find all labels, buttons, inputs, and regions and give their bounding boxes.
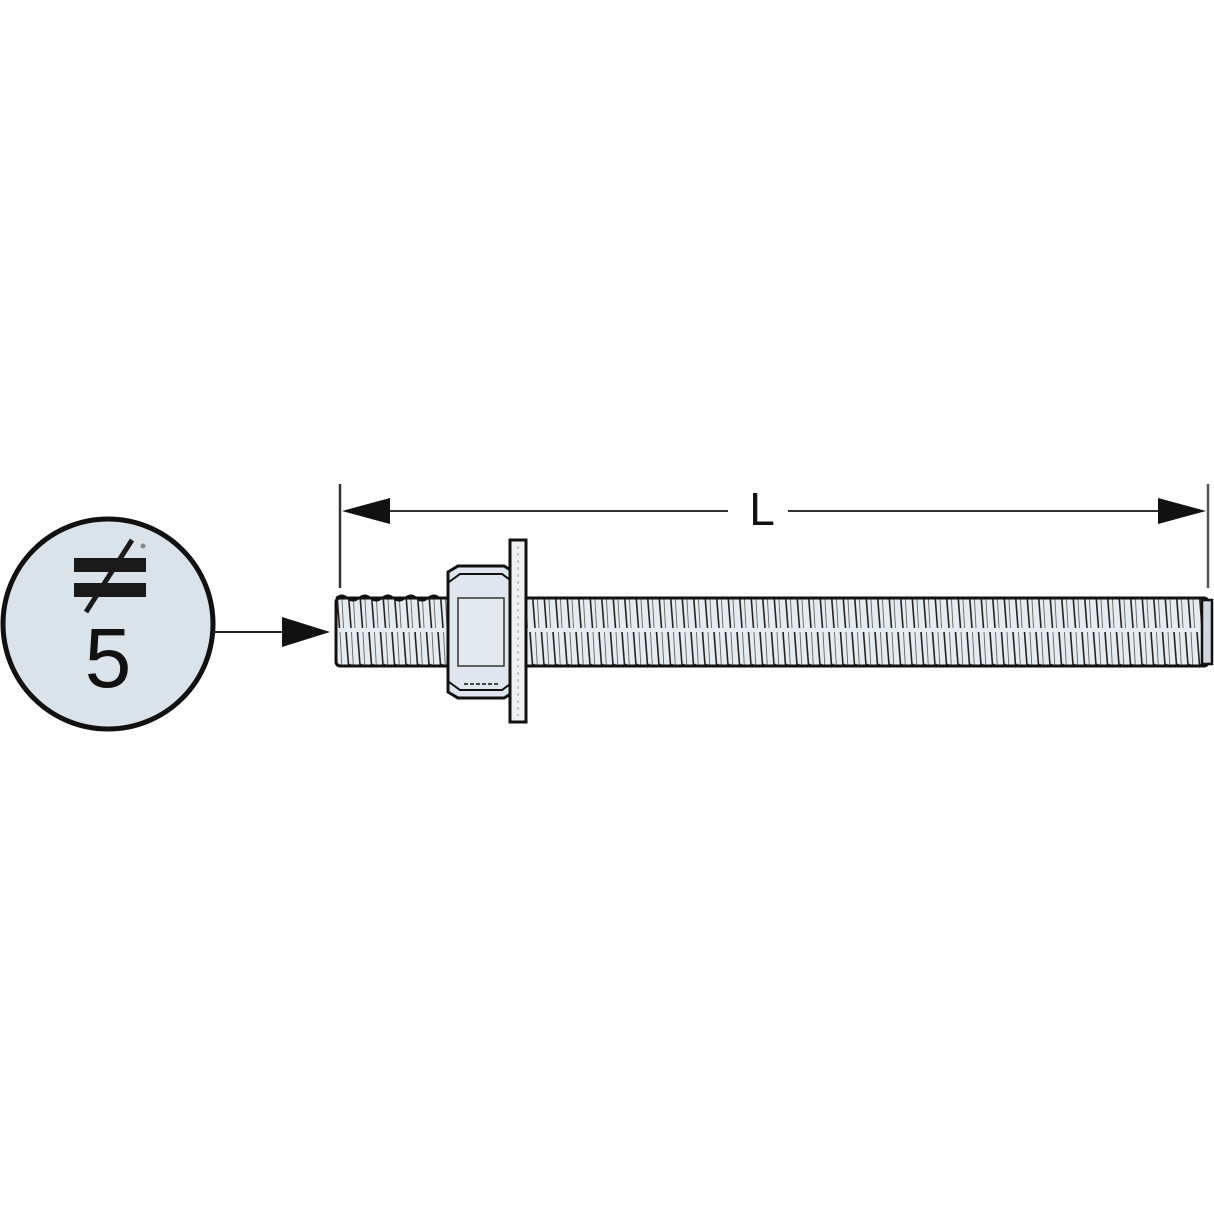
registered-mark-icon	[140, 543, 146, 549]
length-label: L	[740, 486, 784, 532]
arrowhead-icon	[282, 617, 330, 647]
arrowhead-right-icon	[1158, 498, 1206, 524]
grade-badge-circle	[0, 516, 216, 732]
threaded-rod	[334, 594, 1214, 668]
rod-end-chamfer	[1200, 598, 1214, 666]
not-equal-icon	[74, 538, 146, 614]
washer	[508, 538, 528, 724]
grade-badge	[0, 516, 216, 732]
grade-number: 5	[84, 611, 132, 705]
hex-nut	[446, 564, 516, 700]
arrowhead-left-icon	[342, 498, 390, 524]
pointer-arrow	[213, 617, 330, 647]
length-dimension	[338, 484, 1210, 588]
